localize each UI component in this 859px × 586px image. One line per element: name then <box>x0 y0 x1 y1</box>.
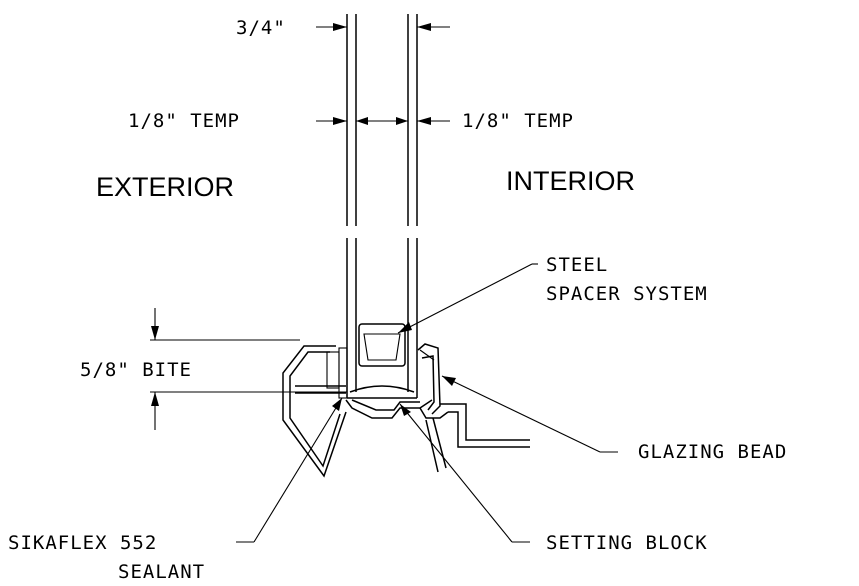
dimension-bite-label: 5/8" BITE <box>80 359 192 381</box>
callout-sealant-line2: SEALANT <box>118 561 205 583</box>
callout-spacer-line1: STEEL <box>546 254 608 276</box>
dimension-overall: 3/4" <box>236 17 450 39</box>
callout-sealant-line1: SIKAFLEX 552 <box>8 532 157 554</box>
callout-glazing-bead: GLAZING BEAD <box>441 375 787 463</box>
callout-setting-block-label: SETTING BLOCK <box>546 532 708 554</box>
exterior-label: EXTERIOR <box>96 172 234 202</box>
callout-sealant: SIKAFLEX 552 SEALANT <box>8 397 343 583</box>
dimension-left-lite-label: 1/8" TEMP <box>128 110 240 132</box>
glass-lites <box>346 14 418 399</box>
dimension-right-lite-label: 1/8" TEMP <box>462 110 574 132</box>
exterior-frame <box>282 345 348 478</box>
callout-spacer-line2: SPACER SYSTEM <box>546 283 708 305</box>
dimension-overall-label: 3/4" <box>236 17 286 39</box>
setting-block <box>349 385 415 399</box>
dimension-bite: 5/8" BITE <box>80 308 347 430</box>
steel-spacer <box>358 323 406 367</box>
glazing-bead-profile <box>417 343 530 473</box>
callout-glazing-bead-label: GLAZING BEAD <box>638 441 787 463</box>
callout-spacer: STEEL SPACER SYSTEM <box>397 254 708 334</box>
dimension-lites: 1/8" TEMP 1/8" TEMP <box>128 110 574 132</box>
interior-label: INTERIOR <box>506 166 635 196</box>
callout-setting-block: SETTING BLOCK <box>399 403 708 554</box>
